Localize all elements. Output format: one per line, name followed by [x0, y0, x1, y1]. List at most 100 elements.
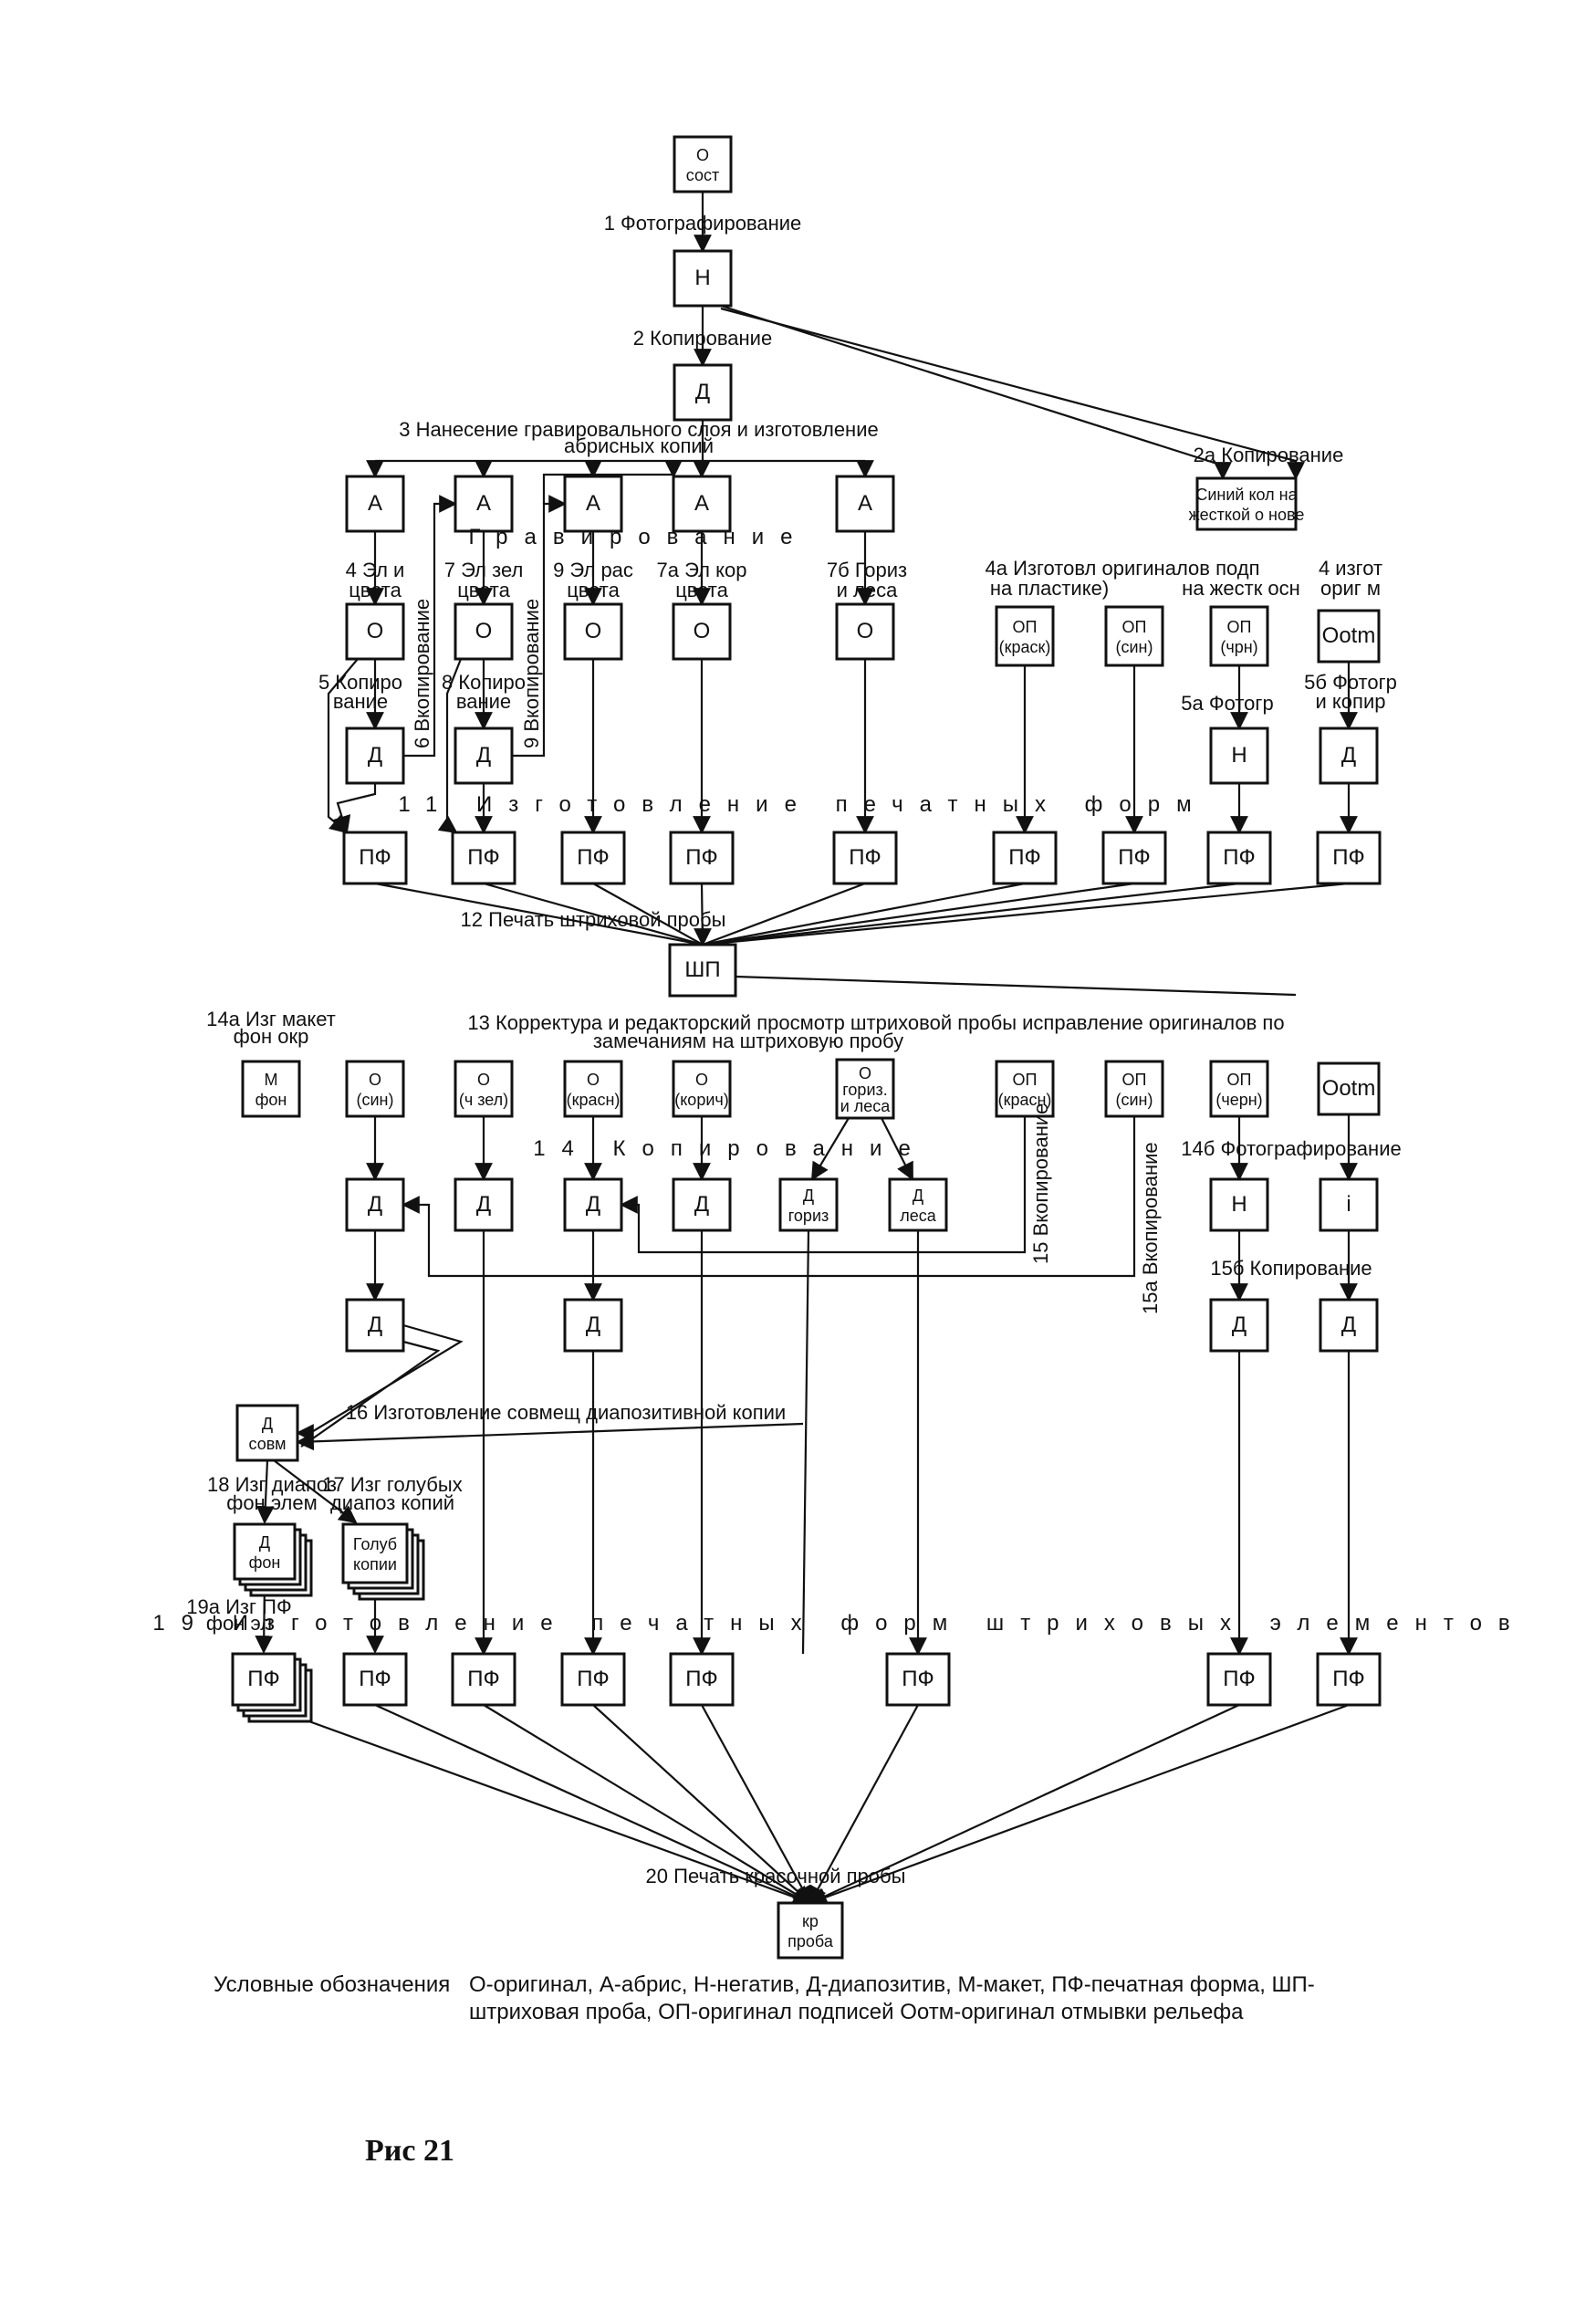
node-text: (красн)	[567, 1091, 621, 1109]
node-box	[1101, 831, 1167, 885]
node-o_r1d: О	[672, 602, 732, 661]
node-text: Д	[586, 1312, 600, 1337]
node-box	[673, 363, 733, 422]
label-s17b: диапоз копий	[330, 1491, 454, 1514]
node-box	[1209, 727, 1269, 785]
node-box	[1206, 831, 1272, 885]
label-s19a: 19а Изг ПФ	[186, 1595, 291, 1618]
node-box	[1319, 1177, 1379, 1232]
node-box	[672, 475, 732, 533]
node-box	[669, 831, 735, 885]
node-text: леса	[900, 1207, 937, 1225]
node-d_c3: Д	[1209, 1298, 1269, 1353]
node-pf_b1: ПФ	[231, 1652, 313, 1723]
node-text: О	[587, 1071, 600, 1089]
node-pf7: ПФ	[1101, 831, 1167, 885]
node-text: гориз.	[842, 1081, 888, 1099]
node-box	[563, 1177, 623, 1232]
node-box	[342, 831, 408, 885]
node-text: ПФ	[1118, 845, 1151, 870]
node-op_sin1: ОП(син)	[1104, 605, 1164, 667]
node-text: (корич)	[674, 1091, 729, 1109]
node-box	[777, 1901, 844, 1960]
node-o_chzel: О(ч зел)	[454, 1060, 514, 1118]
node-pf9: ПФ	[1316, 831, 1382, 885]
node-text: ПФ	[359, 845, 391, 870]
label-c5a: 5а Фотогр	[1181, 692, 1273, 715]
node-text: О	[369, 1071, 381, 1089]
edge-9-vkop	[512, 495, 567, 758]
node-box	[672, 1060, 732, 1118]
edge-pf1-shp	[374, 882, 704, 946]
node-text: ПФ	[247, 1667, 280, 1691]
node-text: копии	[353, 1555, 397, 1573]
node-text: Н	[1231, 743, 1247, 768]
node-text: (син)	[1116, 1091, 1153, 1109]
node-box	[454, 475, 514, 533]
node-text: ПФ	[359, 1667, 391, 1691]
node-text: гориз	[788, 1207, 829, 1225]
node-box	[669, 1652, 735, 1707]
node-box	[673, 249, 733, 308]
node-pf_b8: ПФ	[1316, 1652, 1382, 1707]
edge-pf7-shp	[702, 882, 1135, 946]
legend-text: О-оригинал, А-абрис, Н-негатив, Д-диапоз…	[469, 1972, 1315, 2024]
node-text: Ootm	[1322, 1076, 1376, 1101]
node-box	[995, 1060, 1055, 1118]
label-s19: 19 Изготовление печатных форм штриховых …	[152, 1611, 1526, 1636]
node-d_c4: Д	[1319, 1298, 1379, 1353]
node-pf2: ПФ	[451, 831, 516, 885]
edge-ob-pf2-side	[437, 658, 463, 834]
label-c9: 9 Эл рас	[553, 559, 633, 581]
label-s14a: 14а Изг макет	[206, 1008, 336, 1030]
label-c4ab: на пластике)	[990, 577, 1109, 600]
edge-16-line	[296, 1422, 804, 1451]
node-box	[1209, 1060, 1269, 1118]
node-shp: ШП	[668, 943, 737, 998]
edge-pf_b7-kr	[808, 1704, 1240, 1905]
label-c4: 4 Эл и	[346, 559, 405, 581]
edge-pf9-shp	[702, 882, 1350, 946]
node-text: ПФ	[1223, 1667, 1256, 1691]
edge-pf5-shp	[702, 882, 866, 946]
label-s15b: 15б Копирование	[1210, 1257, 1372, 1280]
node-d_c1: Д	[345, 1298, 405, 1353]
label-c4b: цвета	[349, 579, 402, 601]
label-s3a: 3 Нанесение гравировального слоя и изгот…	[399, 418, 878, 441]
edge-shp-out	[735, 975, 1297, 997]
node-box	[992, 831, 1058, 885]
node-o_r1a: О	[345, 602, 405, 661]
label-c4xb: ориг м	[1320, 577, 1381, 600]
node-text: ПФ	[849, 845, 881, 870]
node-text: О	[857, 619, 874, 643]
edge-pf_b1-kr	[263, 1703, 812, 1907]
node-text: (ч зел)	[459, 1091, 508, 1109]
node-text: кр	[802, 1912, 819, 1930]
node-box	[1104, 1060, 1164, 1118]
node-text: Д	[1341, 743, 1356, 768]
node-o_r1e: О	[835, 602, 895, 661]
node-box	[832, 831, 898, 885]
node-pf_b5: ПФ	[669, 1652, 735, 1707]
node-text: Синий кол на	[1195, 486, 1298, 504]
node-box	[1209, 1298, 1269, 1353]
node-text: совм	[249, 1435, 287, 1453]
edge-oa-pf1-side	[327, 658, 359, 834]
node-box	[778, 1177, 839, 1232]
node-box	[342, 1652, 408, 1707]
label-c4ac: на жестк осн	[1182, 577, 1300, 600]
node-a5: А	[835, 475, 895, 533]
node-i_b: i	[1319, 1177, 1379, 1232]
edge-goriz-d	[810, 1117, 850, 1181]
node-box	[835, 1058, 895, 1120]
label-c4x: 4 изгот	[1319, 557, 1382, 580]
node-pf_b7: ПФ	[1206, 1652, 1272, 1707]
label-c8b: вание	[456, 690, 511, 713]
node-text: Д	[368, 743, 382, 768]
node-box	[233, 1522, 297, 1581]
